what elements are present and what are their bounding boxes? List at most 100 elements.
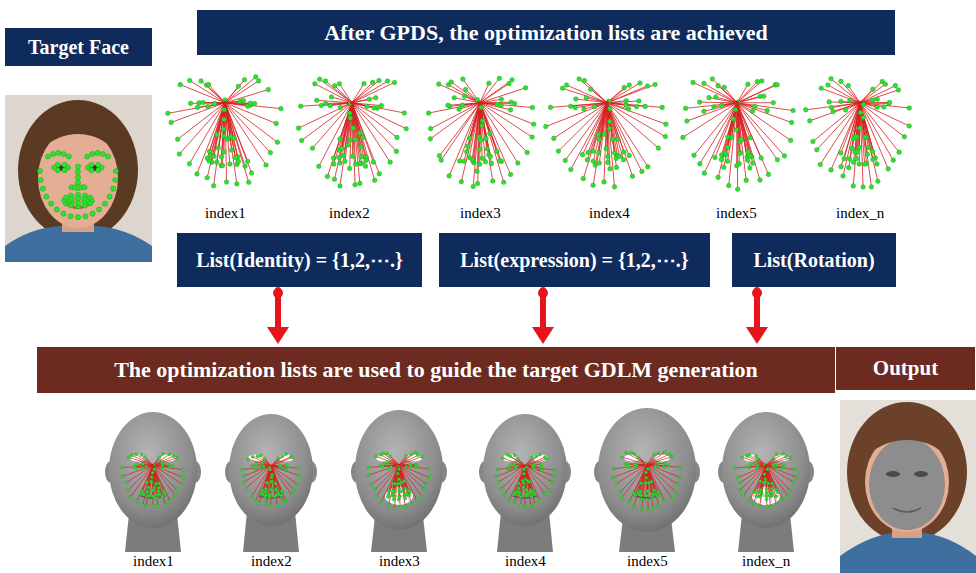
mesh-landmark-dot xyxy=(182,476,185,479)
graph-dot xyxy=(530,105,535,110)
graph-hub xyxy=(735,101,739,105)
graph-dot xyxy=(178,82,183,87)
graph-dot xyxy=(755,79,760,84)
mesh-landmark-dot xyxy=(637,456,640,459)
mesh-landmark-dot xyxy=(671,496,674,499)
graph-line xyxy=(607,103,666,124)
graph-dot xyxy=(907,106,912,111)
mesh-landmark-dot xyxy=(387,489,390,492)
landmark-dot xyxy=(82,185,87,190)
landmark-dot xyxy=(61,151,66,156)
arrow-tail xyxy=(538,288,548,298)
heading-box: Output xyxy=(836,347,975,390)
index-label: index3 xyxy=(460,204,501,222)
mesh-landmark-dot xyxy=(775,464,778,467)
mesh-landmark-dot xyxy=(679,476,682,479)
graph-dot xyxy=(766,172,771,177)
mesh-landmark-line xyxy=(253,457,271,466)
mask-eye xyxy=(886,471,900,477)
mesh-landmark-dot xyxy=(274,488,277,491)
graph-line xyxy=(737,103,760,180)
mesh-landmark-dot xyxy=(141,489,144,492)
graph-dot xyxy=(573,105,578,110)
mesh-landmark-line xyxy=(525,466,531,506)
graph-line xyxy=(583,103,607,179)
graph-dot xyxy=(897,150,902,155)
mesh-landmark-dot xyxy=(795,476,798,479)
mesh-landmark-dot xyxy=(367,466,370,469)
graph-dot xyxy=(734,128,739,133)
mesh-landmark-dot xyxy=(150,476,153,479)
graph-dot xyxy=(569,167,574,172)
head-mesh xyxy=(105,412,201,552)
graph-dot xyxy=(848,98,853,103)
graph-dot xyxy=(811,139,816,144)
graph-dot xyxy=(229,148,234,153)
mesh-landmark-dot xyxy=(265,482,268,485)
graph-dot xyxy=(745,158,750,163)
graph-dot xyxy=(222,117,227,122)
mesh-landmark-dot xyxy=(414,463,417,466)
mesh-landmark-line xyxy=(647,452,665,464)
graph-dot xyxy=(869,185,874,190)
mesh-landmark-dot xyxy=(551,481,554,484)
mesh-landmark-dot xyxy=(403,479,406,482)
index-label: index5 xyxy=(716,204,757,222)
graph-dot xyxy=(495,102,500,107)
mesh-landmark-line xyxy=(517,466,525,493)
mesh-landmark-dot xyxy=(530,456,533,459)
head-mesh xyxy=(594,408,700,552)
mesh-landmark-dot xyxy=(644,471,647,474)
graph-dot xyxy=(477,147,482,152)
mesh-landmark-line xyxy=(525,466,554,476)
mesh-landmark-dot xyxy=(513,454,516,457)
mesh-landmark-dot xyxy=(145,481,148,484)
head xyxy=(722,412,810,528)
mesh-landmark-dot xyxy=(787,495,790,498)
mesh-landmark-dot xyxy=(543,493,546,496)
graph-line xyxy=(607,101,639,103)
mesh-landmark-line xyxy=(766,465,770,495)
graph-dot xyxy=(721,165,726,170)
mesh-landmark-dot xyxy=(387,461,390,464)
graph-dot xyxy=(871,157,876,162)
mesh-landmark-dot xyxy=(640,494,643,497)
mesh-landmark-dot xyxy=(397,464,400,467)
mesh-landmark-hub xyxy=(765,464,768,467)
graph-dot xyxy=(596,132,601,137)
graph-dot xyxy=(713,95,718,100)
mesh-landmark-dot xyxy=(265,502,268,505)
graph-dot xyxy=(169,120,174,125)
graph-line xyxy=(463,79,480,103)
graph-dot xyxy=(248,101,253,106)
graph-dot xyxy=(490,179,495,184)
graph-dot xyxy=(758,178,763,183)
mesh-landmark-dot xyxy=(404,493,407,496)
index-label: index3 xyxy=(379,552,420,570)
graph-dot xyxy=(347,111,352,116)
graph-dot xyxy=(199,79,204,84)
mesh-landmark-dot xyxy=(657,504,660,507)
head-mesh xyxy=(225,414,317,552)
mesh-landmark-dot xyxy=(738,488,741,491)
graph-dot xyxy=(761,94,766,99)
graph-line xyxy=(480,88,526,103)
graph-dot xyxy=(870,98,875,103)
mesh-landmark-dot xyxy=(415,499,418,502)
mesh-landmark-dot xyxy=(758,505,761,508)
mesh-landmark-line xyxy=(504,466,525,495)
graph-dot xyxy=(846,165,851,170)
mesh-landmark-dot xyxy=(256,455,259,458)
mesh-landmark-dot xyxy=(630,451,633,454)
mesh-landmark-dot xyxy=(647,489,650,492)
landmark-dot xyxy=(62,168,67,173)
mesh-landmark-dot xyxy=(500,487,503,490)
arrow-head xyxy=(532,327,554,344)
graph-dot xyxy=(488,154,493,159)
graph-line xyxy=(480,103,532,137)
graph-dot xyxy=(338,184,343,189)
mesh-landmark-dot xyxy=(506,453,509,456)
graph-dot xyxy=(404,126,409,131)
mesh-landmark-dot xyxy=(134,453,137,456)
guide-band: The optimization lists are used to guide… xyxy=(37,347,835,393)
